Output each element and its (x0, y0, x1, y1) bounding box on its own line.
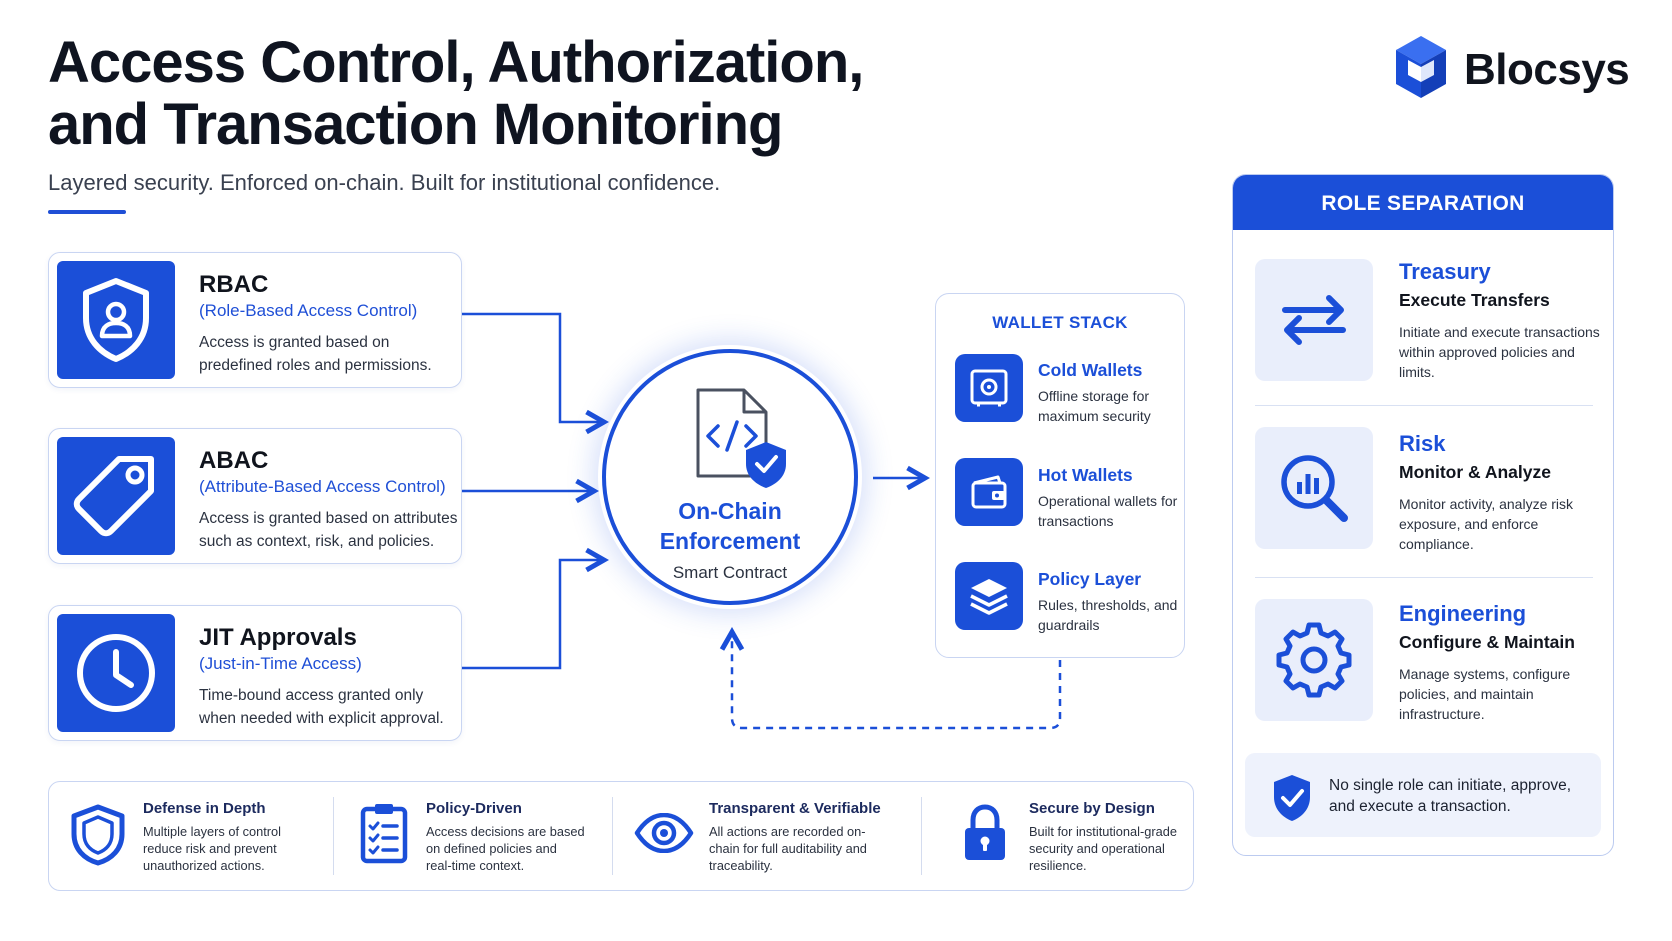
transparent-verifiable-title: Transparent & Verifiable (709, 800, 881, 817)
principles-divider (333, 797, 334, 875)
rbac-description: Access is granted based on predefined ro… (199, 334, 432, 374)
role-note-text: No single role can initiate, approve, an… (1329, 777, 1572, 815)
policy-layer-description: Rules, thresholds, and guardrails (1038, 597, 1178, 633)
policy-layer-title: Policy Layer (1038, 569, 1142, 589)
clock-icon (57, 614, 175, 732)
rbac-connector (462, 312, 604, 422)
jit-connector (462, 560, 604, 670)
page-subtitle: Layered security. Enforced on-chain. Bui… (48, 170, 721, 195)
tag-icon (57, 437, 175, 555)
jit-subtitle: (Just-in-Time Access) (199, 654, 362, 673)
secure-by-design-description: Built for institutional-grade security a… (1029, 824, 1177, 873)
role-divider (1255, 405, 1593, 406)
magnifier-chart-icon (1255, 427, 1373, 549)
rbac-subtitle: (Role-Based Access Control) (199, 301, 418, 320)
shield-icon (66, 803, 130, 867)
eye-icon (632, 801, 696, 865)
enforcement-title-line-2: Enforcement (659, 528, 801, 554)
defense-in-depth-description: Multiple layers of control reduce risk a… (143, 824, 281, 873)
principles-divider (921, 797, 922, 875)
treasury-description: Initiate and execute transactions within… (1399, 324, 1600, 380)
policy-driven-title: Policy-Driven (426, 800, 522, 817)
title-line-1: Access Control, Authorization, (48, 30, 864, 95)
role-separation-panel: ROLE SEPARATION Treasury Execute Transfe… (1232, 174, 1614, 856)
role-divider (1255, 577, 1593, 578)
enforcement-title-line-1: On-Chain (678, 498, 782, 524)
secure-by-design-title: Secure by Design (1029, 800, 1155, 817)
rbac-title: RBAC (199, 271, 269, 298)
padlock-icon (953, 801, 1017, 865)
enforcement-title: On-Chain Enforcement (602, 496, 858, 556)
engineering-subtitle: Configure & Maintain (1399, 632, 1575, 652)
shield-check-icon (1271, 773, 1313, 828)
engineering-title: Engineering (1399, 601, 1527, 626)
title-line-2: and Transaction Monitoring (48, 92, 783, 157)
policy-driven-description: Access decisions are based on defined po… (426, 824, 585, 873)
role-separation-heading: ROLE SEPARATION (1233, 175, 1613, 230)
abac-card: ABAC (Attribute-Based Access Control) Ac… (48, 428, 462, 564)
hot-wallets-title: Hot Wallets (1038, 465, 1133, 485)
wallet-stack-heading: WALLET STACK (992, 313, 1128, 332)
abac-title: ABAC (199, 447, 269, 474)
transparent-verifiable-description: All actions are recorded on-chain for fu… (709, 824, 867, 873)
rbac-card: RBAC (Role-Based Access Control) Access … (48, 252, 462, 388)
defense-in-depth-title: Defense in Depth (143, 800, 266, 817)
gear-icon (1255, 599, 1373, 721)
jit-title: JIT Approvals (199, 624, 357, 651)
code-document-shield-icon (690, 386, 788, 497)
engineering-description: Manage systems, configure policies, and … (1399, 666, 1571, 722)
enforcement-subtitle: Smart Contract (672, 563, 788, 582)
feedback-loop-connector (732, 632, 1062, 730)
risk-subtitle: Monitor & Analyze (1399, 462, 1551, 482)
shield-user-icon (57, 261, 175, 379)
cold-wallets-description: Offline storage for maximum security (1038, 388, 1151, 424)
cold-wallets-title: Cold Wallets (1038, 360, 1143, 380)
cube-logo-icon (1392, 34, 1450, 105)
abac-subtitle: (Attribute-Based Access Control) (199, 477, 446, 496)
treasury-title: Treasury (1399, 259, 1491, 284)
title-underline (48, 210, 126, 214)
brand-logo: Blocsys (1392, 34, 1630, 105)
principles-divider (612, 797, 613, 875)
risk-title: Risk (1399, 431, 1446, 456)
page-title: Access Control, Authorization, and Trans… (48, 32, 948, 156)
transfer-arrows-icon (1255, 259, 1373, 381)
risk-description: Monitor activity, analyze risk exposure,… (1399, 496, 1574, 552)
jit-description: Time-bound access granted only when need… (199, 687, 444, 727)
abac-description: Access is granted based on attributes su… (199, 510, 458, 550)
hot-wallets-description: Operational wallets for transactions (1038, 493, 1178, 529)
treasury-subtitle: Execute Transfers (1399, 290, 1550, 310)
jit-card: JIT Approvals (Just-in-Time Access) Time… (48, 605, 462, 741)
wallet-icon (955, 458, 1023, 526)
clipboard-checklist-icon (352, 801, 416, 865)
layers-icon (955, 562, 1023, 630)
brand-name: Blocsys (1464, 44, 1630, 94)
safe-icon (955, 354, 1023, 422)
